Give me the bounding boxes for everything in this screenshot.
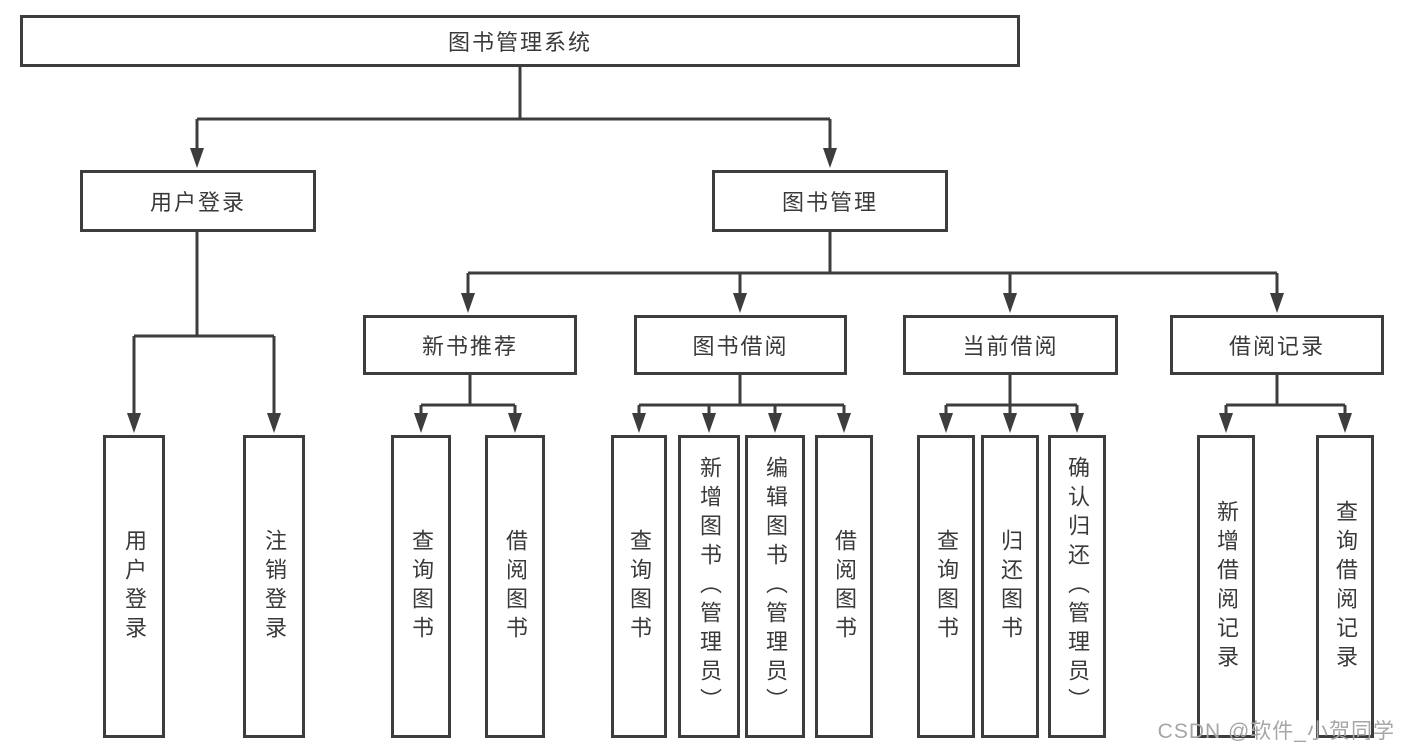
node-current-borrowing: 当前借阅 bbox=[903, 315, 1118, 375]
arrowhead-icon bbox=[733, 293, 747, 313]
arrowhead-icon bbox=[1003, 413, 1017, 433]
node-label: 注销登录 bbox=[262, 528, 287, 645]
arrowhead-icon bbox=[508, 413, 522, 433]
node-label: 归还图书 bbox=[998, 528, 1023, 645]
arrowhead-icon bbox=[1070, 413, 1084, 433]
leaf-borrow-books: 借阅图书 bbox=[815, 435, 873, 738]
node-label: 查询图书 bbox=[627, 528, 652, 645]
node-new-book-recommendation: 新书推荐 bbox=[363, 315, 577, 375]
node-book-management: 图书管理 bbox=[712, 170, 948, 232]
node-label: 借阅图书 bbox=[503, 528, 528, 645]
node-label: 新增借阅记录 bbox=[1214, 499, 1239, 674]
arrowhead-icon bbox=[267, 413, 281, 433]
node-label: 查询借阅记录 bbox=[1333, 499, 1358, 674]
arrowhead-icon bbox=[823, 148, 837, 168]
leaf-logout: 注销登录 bbox=[243, 435, 305, 738]
node-label: 查询图书 bbox=[934, 528, 959, 645]
node-label: 当前借阅 bbox=[962, 334, 1059, 359]
node-label: 借阅记录 bbox=[1228, 334, 1325, 359]
node-label: 图书管理 bbox=[781, 190, 878, 215]
node-label: 用户登录 bbox=[122, 528, 147, 645]
leaf-edit-book-admin: 编辑图书（管理员） bbox=[745, 435, 805, 738]
arrowhead-icon bbox=[1219, 413, 1233, 433]
leaf-query-books-recommend: 查询图书 bbox=[391, 435, 451, 738]
csdn-watermark: CSDN @软件_小贺同学 bbox=[1157, 720, 1395, 743]
leaf-borrow-books-recommend: 借阅图书 bbox=[485, 435, 545, 738]
node-label: 图书借阅 bbox=[692, 334, 789, 359]
arrowhead-icon bbox=[632, 413, 646, 433]
leaf-add-borrow-record: 新增借阅记录 bbox=[1197, 435, 1255, 738]
arrowhead-icon bbox=[414, 413, 428, 433]
arrowhead-icon bbox=[837, 413, 851, 433]
node-label: 编辑图书（管理员） bbox=[763, 456, 788, 717]
arrowhead-icon bbox=[461, 293, 475, 313]
node-label: 用户登录 bbox=[149, 190, 246, 215]
leaf-query-borrow-record: 查询借阅记录 bbox=[1316, 435, 1374, 738]
arrowhead-icon bbox=[1338, 413, 1352, 433]
node-label: 图书管理系统 bbox=[447, 30, 592, 55]
leaf-user-login: 用户登录 bbox=[103, 435, 165, 738]
leaf-query-books-current: 查询图书 bbox=[917, 435, 975, 738]
node-label: 确认归还（管理员） bbox=[1065, 456, 1090, 717]
arrowhead-icon bbox=[939, 413, 953, 433]
node-borrowing-records: 借阅记录 bbox=[1170, 315, 1384, 375]
leaf-query-books-borrowing: 查询图书 bbox=[611, 435, 667, 738]
leaf-confirm-return-admin: 确认归还（管理员） bbox=[1048, 435, 1106, 738]
node-user-login: 用户登录 bbox=[80, 170, 316, 232]
arrowhead-icon bbox=[768, 413, 782, 433]
arrowhead-icon bbox=[1003, 293, 1017, 313]
node-label: 借阅图书 bbox=[832, 528, 857, 645]
leaf-return-book: 归还图书 bbox=[981, 435, 1039, 738]
arrowhead-icon bbox=[702, 413, 716, 433]
node-label: 新书推荐 bbox=[421, 334, 518, 359]
node-book-borrowing: 图书借阅 bbox=[634, 315, 847, 375]
arrowhead-icon bbox=[127, 413, 141, 433]
arrowhead-icon bbox=[190, 148, 204, 168]
node-label: 查询图书 bbox=[409, 528, 434, 645]
leaf-add-book-admin: 新增图书（管理员） bbox=[678, 435, 740, 738]
arrowhead-icon bbox=[1270, 293, 1284, 313]
node-library-management-system: 图书管理系统 bbox=[20, 15, 1020, 67]
node-label: 新增图书（管理员） bbox=[697, 456, 722, 717]
